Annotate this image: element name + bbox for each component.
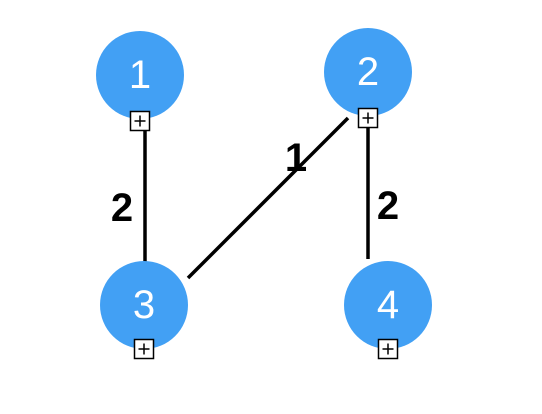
edge-weight-label: 1	[285, 136, 307, 180]
node-circle[interactable]	[344, 261, 432, 349]
nodes-layer: 1 2 3 4	[96, 28, 432, 349]
node-1[interactable]: 1	[96, 31, 184, 119]
plus-box-icon[interactable]	[377, 338, 399, 360]
node-2[interactable]: 2	[324, 28, 412, 116]
node-4[interactable]: 4	[344, 261, 432, 349]
node-label: 3	[133, 283, 155, 327]
node-3[interactable]: 3	[100, 261, 188, 349]
node-label: 2	[357, 50, 379, 94]
edge-weight-label: 2	[111, 186, 133, 230]
plus-box-icon[interactable]	[133, 338, 155, 360]
expanders-layer	[129, 107, 399, 360]
node-label: 1	[129, 53, 151, 97]
node-label: 4	[377, 283, 399, 327]
edge-labels-layer: 2 1 2	[111, 136, 399, 230]
plus-box-icon[interactable]	[129, 110, 151, 132]
edges-layer	[143, 96, 370, 286]
plus-box-icon[interactable]	[357, 107, 379, 129]
node-circle[interactable]	[100, 261, 188, 349]
edge-weight-label: 2	[377, 184, 399, 228]
node-circle[interactable]	[324, 28, 412, 116]
node-circle[interactable]	[96, 31, 184, 119]
edge-2-3	[186, 116, 350, 280]
